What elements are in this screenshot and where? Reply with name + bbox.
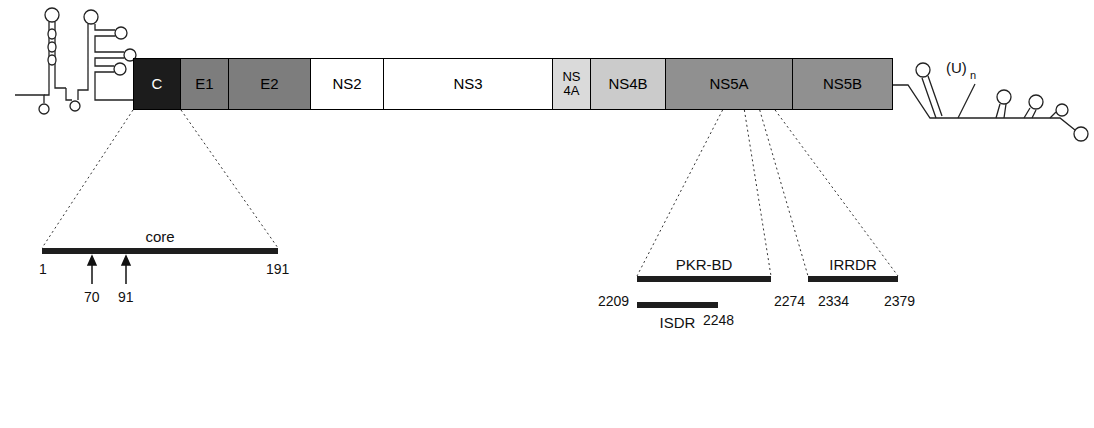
region-bar: PKR-BD bbox=[637, 276, 771, 282]
loop-circle bbox=[916, 63, 930, 77]
region-label: ISDR bbox=[660, 314, 696, 331]
loop-circle bbox=[45, 8, 59, 22]
position-number: (U) bbox=[946, 60, 967, 75]
loop-circle bbox=[114, 63, 126, 75]
position-number: 2274 bbox=[774, 294, 805, 308]
segment-label: C bbox=[152, 76, 163, 92]
region-label: core bbox=[145, 228, 174, 245]
segment-label: NS5B bbox=[823, 76, 862, 92]
region-bar: core bbox=[42, 248, 278, 254]
arrow-head bbox=[88, 256, 96, 265]
segment-label: NS2 bbox=[332, 76, 361, 92]
segment-label: E1 bbox=[195, 76, 213, 92]
bulge bbox=[48, 29, 56, 39]
stem bbox=[922, 76, 942, 118]
stem bbox=[1024, 108, 1036, 118]
region-label: PKR-BD bbox=[676, 256, 733, 273]
core-segment: C bbox=[133, 58, 181, 110]
position-arrows bbox=[88, 256, 130, 284]
utr-line bbox=[893, 85, 1075, 130]
utr-line bbox=[15, 95, 44, 103]
position-number: 1 bbox=[39, 262, 47, 276]
zoom-leader bbox=[42, 110, 278, 248]
region-bar: IRRDR bbox=[808, 276, 898, 282]
segment-label: NS5A bbox=[709, 76, 748, 92]
segment-label: NS 4A bbox=[560, 70, 584, 97]
position-number: 70 bbox=[84, 290, 100, 304]
protein-segment: NS5B bbox=[792, 58, 893, 110]
protein-segment: NS 4A bbox=[552, 58, 591, 110]
position-number: 2209 bbox=[598, 294, 629, 308]
bulge bbox=[48, 55, 56, 65]
position-number: 2379 bbox=[884, 294, 915, 308]
loop-circle bbox=[1029, 95, 1043, 109]
protein-segment: NS3 bbox=[383, 58, 553, 110]
segment-label: E2 bbox=[260, 76, 278, 92]
arrow-head bbox=[122, 256, 130, 265]
zoom-leader bbox=[637, 110, 771, 276]
loop-circle bbox=[1056, 104, 1068, 116]
protein-segment: NS2 bbox=[310, 58, 384, 110]
protein-segment: NS4B bbox=[590, 58, 666, 110]
zoom-leader bbox=[760, 110, 898, 276]
bulge bbox=[48, 42, 56, 52]
three-prime-utr bbox=[893, 63, 1088, 141]
envelope-segment: E2 bbox=[228, 58, 311, 110]
segment-label: NS3 bbox=[453, 76, 482, 92]
envelope-segment: E1 bbox=[180, 58, 229, 110]
position-number: 2248 bbox=[703, 313, 734, 327]
position-number: 2334 bbox=[818, 294, 849, 308]
loop-circle bbox=[70, 101, 80, 111]
loop-circle bbox=[997, 90, 1011, 104]
five-prime-utr bbox=[15, 8, 136, 114]
segment-label: NS4B bbox=[608, 76, 647, 92]
region-bar: ISDR bbox=[637, 302, 718, 308]
protein-segment: NS5A bbox=[665, 58, 793, 110]
stem bbox=[66, 24, 133, 100]
stem bbox=[1050, 112, 1056, 118]
region-label: IRRDR bbox=[829, 256, 877, 273]
position-number: 91 bbox=[118, 290, 134, 304]
stem bbox=[44, 22, 66, 95]
position-number: 191 bbox=[266, 262, 289, 276]
loop-circle bbox=[84, 10, 98, 24]
loop-circle bbox=[115, 27, 127, 39]
stem bbox=[996, 104, 1006, 118]
poly-u-tail bbox=[958, 84, 975, 118]
loop-circle bbox=[1074, 127, 1088, 141]
loop-circle bbox=[39, 104, 49, 114]
position-number: n bbox=[970, 70, 976, 81]
